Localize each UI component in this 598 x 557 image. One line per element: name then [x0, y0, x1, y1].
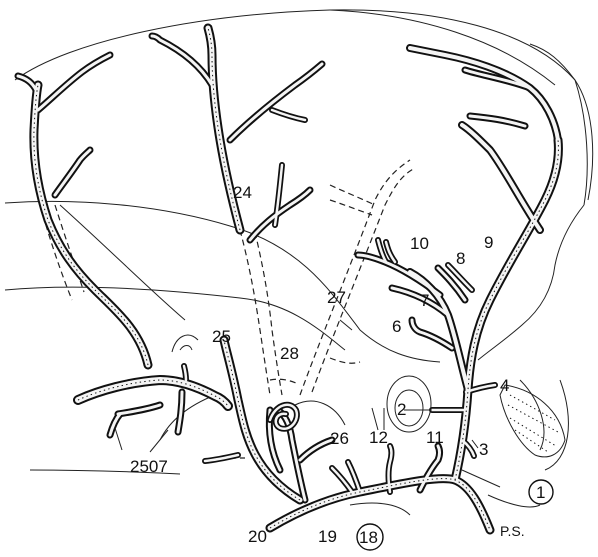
label-25: 25 [212, 327, 231, 346]
label-19: 19 [318, 527, 337, 546]
label-6: 6 [392, 317, 401, 336]
label-3: 3 [479, 440, 488, 459]
label-4: 4 [500, 376, 509, 395]
label-18: 18 [359, 528, 378, 547]
label-7: 7 [420, 291, 429, 310]
label-ps: P.S. [500, 523, 525, 539]
dashed-vessels [40, 160, 415, 460]
label-24: 24 [233, 183, 252, 202]
label-8: 8 [456, 249, 465, 268]
label-27: 27 [327, 288, 346, 307]
label-20: 20 [248, 527, 267, 546]
label-26: 26 [330, 429, 349, 448]
label-1: 1 [536, 483, 545, 502]
label-10: 10 [410, 234, 429, 253]
label-2507: 2507 [130, 457, 168, 476]
label-12: 12 [369, 428, 388, 447]
label-28: 28 [280, 344, 299, 363]
label-9: 9 [484, 233, 493, 252]
vessel-lumens [18, 28, 558, 530]
vessel-network [18, 28, 558, 530]
label-2: 2 [397, 400, 406, 419]
label-11: 11 [426, 428, 444, 447]
vessel-outlines [18, 28, 558, 530]
